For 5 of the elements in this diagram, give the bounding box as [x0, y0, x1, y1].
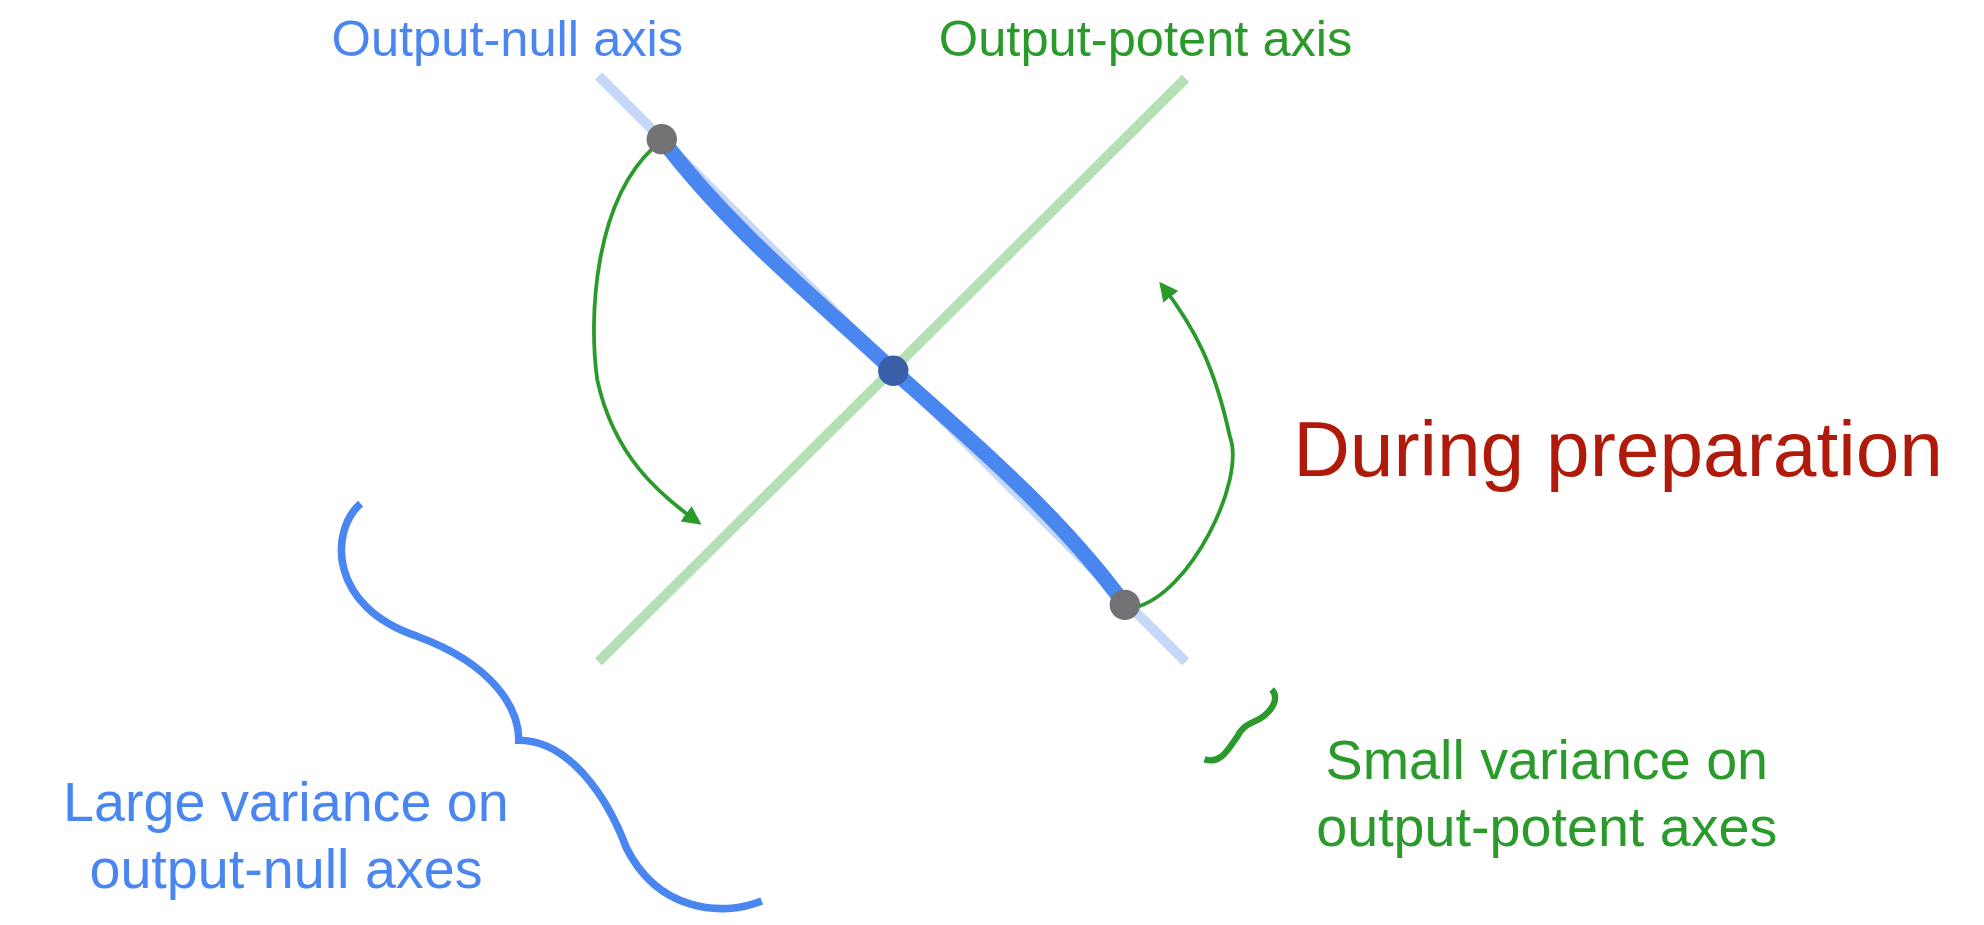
condition-label: During preparation [1293, 403, 1944, 495]
axis-label: Output-null axis [331, 9, 685, 68]
annotation-text: Small variance on output-potent axes [1315, 727, 1779, 860]
axis-label: Output-potent axis [938, 9, 1354, 68]
annotation-text: Large variance on output-null axes [62, 769, 510, 902]
